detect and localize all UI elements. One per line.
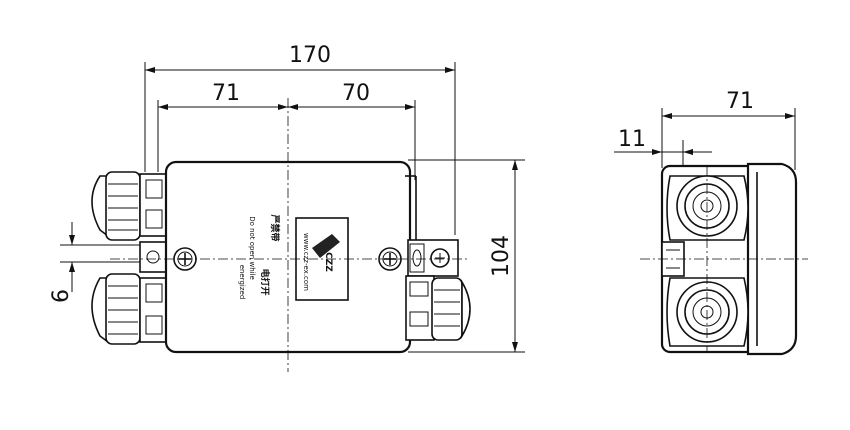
dim-offset: 6 bbox=[49, 289, 74, 303]
left-ground-lug bbox=[139, 241, 167, 273]
dim-right-half: 70 bbox=[342, 81, 370, 106]
dim-overall-width: 170 bbox=[289, 43, 331, 68]
warning-en-line1: Do not open while bbox=[248, 216, 256, 280]
front-view: 170 71 70 104 6 bbox=[49, 43, 525, 372]
side-view: 71 11 bbox=[614, 89, 808, 356]
side-gland-bottom bbox=[666, 277, 749, 347]
warning-en-line2: energized bbox=[238, 265, 246, 300]
dim-left-half: 71 bbox=[212, 81, 240, 106]
dim-height: 104 bbox=[489, 235, 514, 277]
warning-cn-line2: 电打开 bbox=[259, 268, 271, 295]
dim-side-depth: 71 bbox=[726, 89, 754, 114]
right-cable-gland bbox=[405, 275, 471, 341]
right-ground-block bbox=[407, 239, 459, 277]
left-cable-gland-bottom bbox=[91, 273, 169, 345]
logo-text: CZZ bbox=[323, 252, 333, 272]
dim-side-offset: 11 bbox=[618, 127, 646, 152]
warning-cn-line1: 严禁带 bbox=[269, 213, 281, 241]
website-label: www.czz-ex.com bbox=[302, 233, 310, 291]
side-gland-top bbox=[666, 175, 749, 241]
left-cable-gland-top bbox=[91, 171, 169, 241]
logo-icon: CZZ bbox=[312, 234, 340, 272]
